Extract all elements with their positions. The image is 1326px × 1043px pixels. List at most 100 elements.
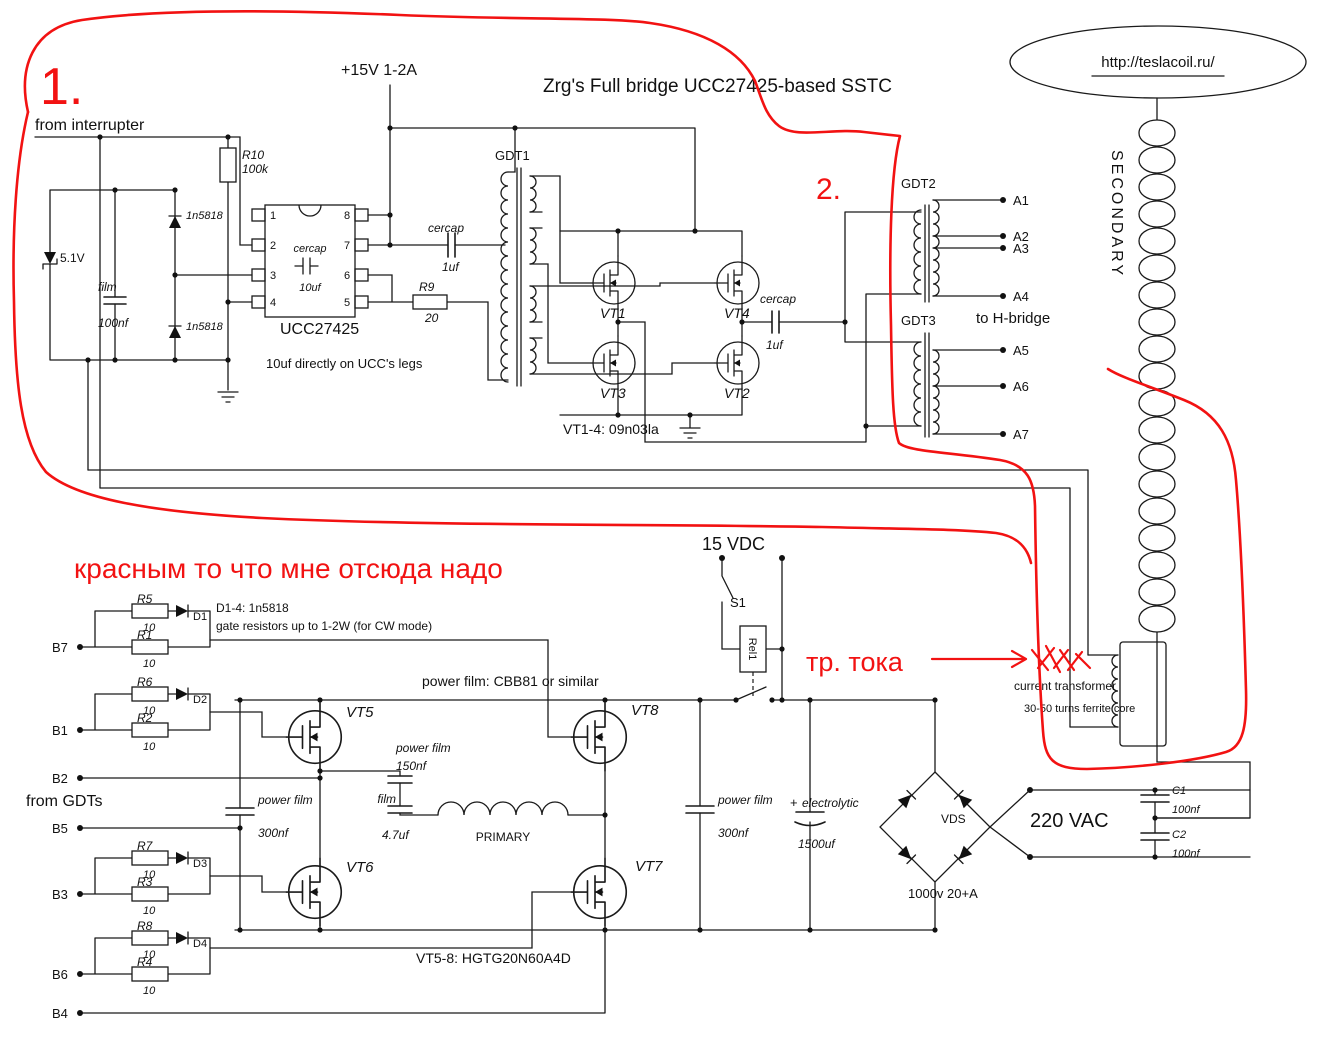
topload-url-link[interactable]: http://teslacoil.ru/ bbox=[1101, 54, 1215, 71]
junction-dots bbox=[85, 125, 1158, 933]
c2-value: 100nf bbox=[1172, 848, 1200, 860]
cercap-out-plates bbox=[771, 310, 780, 334]
bridge-wires bbox=[559, 211, 922, 443]
electrolytic-plus: + bbox=[790, 795, 798, 810]
gdt-output-taps bbox=[932, 199, 1004, 435]
supply-label: +15V 1-2A bbox=[341, 62, 417, 79]
zener-label: 5.1V bbox=[60, 251, 85, 265]
rel1-label: Rel1 bbox=[746, 638, 758, 661]
g3-v-top: 10 bbox=[143, 869, 156, 881]
ct-label-line1: current transformer bbox=[1014, 679, 1116, 693]
schottky-diode-bottom bbox=[168, 325, 182, 338]
gate-group-4 bbox=[79, 930, 211, 982]
gate-routing-wires bbox=[79, 639, 606, 1014]
vt6-transistor-symbol bbox=[285, 857, 343, 927]
relay-circuit bbox=[721, 557, 783, 701]
g4-b: B6 bbox=[52, 967, 68, 982]
secondary-coil bbox=[1009, 25, 1307, 819]
vt6-label: VT6 bbox=[346, 859, 374, 876]
g2-r-top: R6 bbox=[137, 675, 153, 689]
r-note: gate resistors up to 1-2W (for CW mode) bbox=[216, 619, 432, 633]
cap-mid2-type: film bbox=[377, 792, 396, 806]
gdt1-label: GDT1 bbox=[495, 148, 530, 163]
g3-b: B3 bbox=[52, 887, 68, 902]
cap-left-type: power film bbox=[257, 793, 313, 807]
gdt3-transformer bbox=[913, 332, 940, 438]
electrolytic-plates bbox=[794, 811, 826, 827]
g4-r-top: R8 bbox=[137, 919, 153, 933]
terminal-dots bbox=[77, 197, 1033, 1016]
schematic-title: Zrg's Full bridge UCC27425-based SSTC bbox=[543, 76, 892, 97]
electrolytic-type: electrolytic bbox=[802, 796, 859, 810]
cap-right-type: power film bbox=[717, 793, 773, 807]
red-annotations: 1. 2. красным то что мне отсюда надо тр.… bbox=[12, 9, 1248, 771]
ic-name: UCC27425 bbox=[280, 321, 359, 338]
pin-4: 4 bbox=[270, 297, 276, 309]
red-marker-2: 2. bbox=[816, 173, 841, 206]
red-outline-main bbox=[23, 9, 1248, 771]
pin-5: 5 bbox=[344, 297, 350, 309]
diode-bottom-label: 1n5818 bbox=[186, 321, 224, 333]
vdc-label: 15 VDC bbox=[702, 534, 765, 554]
c1-c2-plates bbox=[1140, 794, 1170, 841]
g2-v-bot: 10 bbox=[143, 741, 156, 753]
gate-group-1 bbox=[79, 603, 211, 655]
zener-diode bbox=[42, 252, 58, 270]
terminal-a1: A1 bbox=[1013, 193, 1029, 208]
vt7-label: VT7 bbox=[635, 858, 663, 875]
g3-r-bot: R3 bbox=[137, 875, 153, 889]
gate-group-3 bbox=[79, 850, 211, 902]
vt5-transistor-symbol bbox=[285, 702, 343, 772]
b5-label: B5 bbox=[52, 821, 68, 836]
gate-group-2 bbox=[79, 686, 211, 738]
red-ct-scribble bbox=[1030, 644, 1092, 674]
vds-rating: 1000v 20+A bbox=[908, 886, 978, 901]
cercap-out-type: cercap bbox=[428, 221, 464, 235]
gdt1-gate-wires bbox=[529, 175, 716, 375]
resistor-r10 bbox=[219, 147, 237, 183]
g4-d: D4 bbox=[193, 938, 207, 950]
feedback-wires bbox=[87, 469, 1089, 728]
vt3-transistor-symbol bbox=[590, 335, 636, 391]
driver-section bbox=[34, 84, 696, 489]
s1-label: S1 bbox=[730, 595, 746, 610]
g1-r-top: R5 bbox=[137, 592, 153, 606]
film-cap-value: 100nf bbox=[98, 316, 130, 330]
g2-d: D2 bbox=[193, 694, 207, 706]
c1-name: C1 bbox=[1172, 785, 1186, 797]
b2-label: B2 bbox=[52, 771, 68, 786]
vt2-label: VT2 bbox=[724, 385, 750, 401]
cap-left-plates bbox=[225, 807, 255, 816]
vt1-label: VT1 bbox=[600, 305, 626, 321]
gdt2-label: GDT2 bbox=[901, 176, 936, 191]
vt3-label: VT3 bbox=[600, 385, 626, 401]
g4-v-bot: 10 bbox=[143, 985, 156, 997]
vt58-note: VT5-8: HGTG20N60A4D bbox=[416, 950, 571, 966]
cap-mid2-value: 4.7uf bbox=[382, 828, 410, 842]
d-note: D1-4: 1n5818 bbox=[216, 601, 289, 615]
g3-v-bot: 10 bbox=[143, 905, 156, 917]
from-gdts-label: from GDTs bbox=[26, 793, 102, 810]
red-ct-arrow bbox=[930, 649, 1028, 669]
ct-label-line2: 30-50 turns ferrite core bbox=[1024, 703, 1135, 715]
ucc27425-ic bbox=[251, 204, 369, 318]
cercap-out-value: 1uf bbox=[442, 260, 460, 274]
mains-label: 220 VAC bbox=[1030, 810, 1109, 832]
cap-mid1-type: power film bbox=[395, 741, 451, 755]
g2-b: B1 bbox=[52, 723, 68, 738]
r10-name: R10 bbox=[242, 148, 264, 162]
g1-v-top: 10 bbox=[143, 622, 156, 634]
ic-cap-type: cercap bbox=[293, 243, 326, 255]
relay-coil-box bbox=[739, 625, 767, 673]
cap-mid-plates bbox=[387, 775, 413, 814]
red-marker-1: 1. bbox=[40, 58, 83, 116]
electrolytic-value: 1500uf bbox=[798, 837, 836, 851]
film-cap-plates bbox=[103, 296, 127, 305]
terminal-a3: A3 bbox=[1013, 241, 1029, 256]
vt4-transistor-symbol bbox=[714, 255, 760, 311]
b4-label: B4 bbox=[52, 1006, 68, 1021]
secondary-label: SECONDARY bbox=[1108, 150, 1125, 278]
r9-name: R9 bbox=[419, 280, 435, 294]
ic-cap-value: 10uf bbox=[299, 282, 321, 294]
